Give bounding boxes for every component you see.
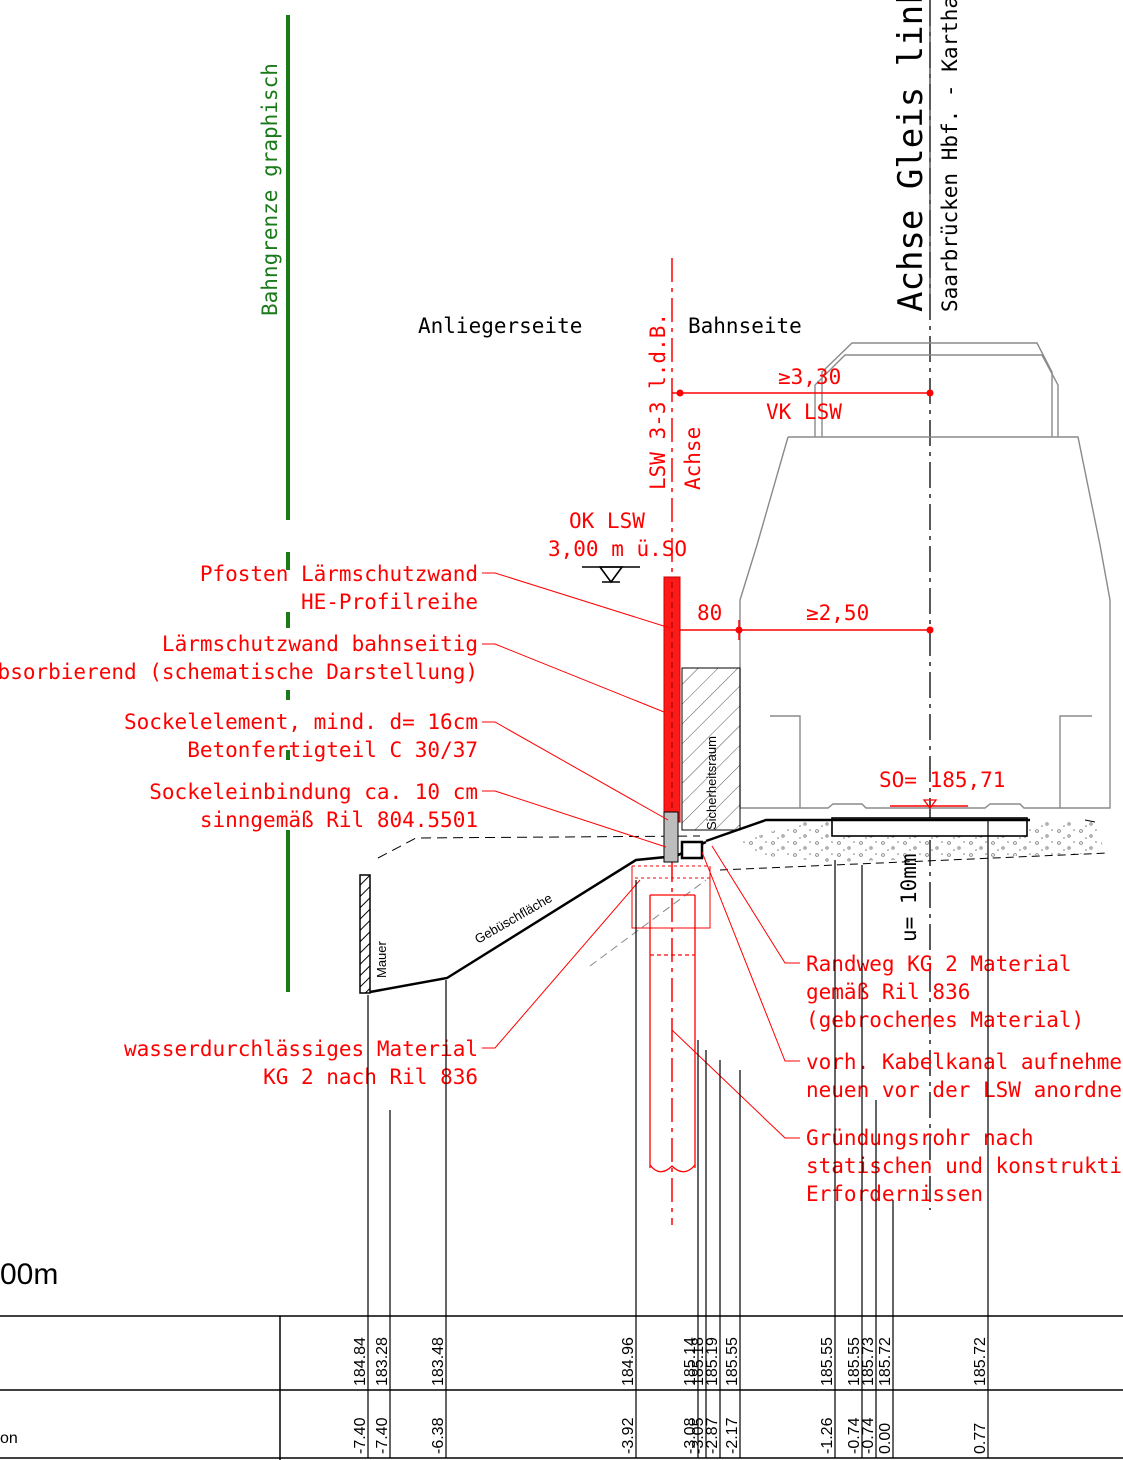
distance-value: -1.26 — [819, 1417, 836, 1454]
callout-material-sub: KG 2 nach Ril 836 — [263, 1065, 478, 1089]
callout-einbindung-sub: sinngemäß Ril 804.5501 — [200, 808, 478, 832]
strecke-label: Saarbrücken Hbf. - Karthaus — [938, 0, 962, 312]
callout-rohr-2: statischen und konstruktiven — [806, 1154, 1123, 1178]
sleeper — [831, 817, 1028, 837]
table-cells: 184.84 -7.40 183.28 -7.40 183.48 -6.38 184.96 -… — [352, 1337, 989, 1454]
distance-value: 0.77 — [972, 1423, 989, 1454]
height-value: 184.96 — [620, 1337, 637, 1386]
callout-sockel: Sockelelement, mind. d= 16cm — [124, 710, 478, 734]
bahnseite-label: Bahnseite — [688, 314, 802, 338]
callouts-right: Randweg KG 2 Material gemäß Ril 836 (geb… — [806, 952, 1123, 1206]
distance-value: -3.08 — [682, 1417, 699, 1454]
leader-lines-right — [671, 845, 800, 1139]
so-level-label: SO= 185,71 — [879, 768, 1005, 792]
height-value: 185.18 — [690, 1337, 707, 1386]
mauer-label: Mauer — [374, 940, 389, 978]
randweg-surface — [705, 818, 1030, 843]
distance-value: 0.00 — [877, 1423, 894, 1454]
ok-lsw-height: 3,00 m ü.SO — [548, 537, 687, 561]
leader-lines-left — [482, 572, 671, 1049]
callout-rohr: Gründungsrohr nach — [806, 1126, 1034, 1150]
distance-value: -3.05 — [690, 1417, 707, 1454]
callout-randweg-3: (gebrochenes Material) — [806, 1008, 1084, 1032]
height-value: 185.55 — [846, 1337, 863, 1386]
distance-value: -0.74 — [860, 1417, 877, 1454]
sockelelement — [663, 811, 679, 863]
scale-label: 00m — [0, 1258, 58, 1291]
callout-sockel-sub: Betonfertigteil C 30/37 — [187, 738, 478, 762]
height-value: 183.28 — [374, 1337, 391, 1386]
achse-gleis-label: Achse Gleis links — [891, 0, 931, 312]
callout-pfosten: Pfosten Lärmschutzwand — [200, 562, 478, 586]
callout-kabelkanal-2: neuen vor der LSW anordnen — [806, 1078, 1123, 1102]
kabelkanal — [680, 840, 704, 860]
sicherheitsraum-label: Sicherheitsraum — [704, 736, 719, 830]
achse-label: Achse — [681, 427, 705, 490]
callout-material: wasserdurchlässiges Material — [124, 1037, 478, 1061]
height-value: 185.72 — [972, 1337, 989, 1386]
ok-lsw-label: OK LSW — [569, 509, 645, 533]
distance-value: -2.87 — [704, 1417, 721, 1454]
callout-lsw-sub: hochabsorbierend (schematische Darstellu… — [0, 660, 478, 684]
bahngrenze-label: Bahngrenze graphisch — [258, 63, 282, 316]
mauer-wall — [359, 874, 371, 994]
vk-lsw-label: VK LSW — [766, 400, 842, 424]
profile-table: on — [0, 1315, 1123, 1460]
old-ground-line — [377, 835, 701, 859]
callout-randweg: Randweg KG 2 Material — [806, 952, 1072, 976]
height-value: 185.72 — [877, 1337, 894, 1386]
callouts-left: Pfosten Lärmschutzwand HE-Profilreihe Lä… — [0, 562, 478, 1089]
station-lines — [367, 820, 989, 1458]
height-value: 185.19 — [704, 1337, 721, 1386]
row-label: on — [0, 1430, 18, 1447]
height-value: 185.73 — [860, 1337, 877, 1386]
gruendungsrohr — [649, 894, 696, 1173]
distance-value: -7.40 — [352, 1417, 369, 1454]
height-value: 185.55 — [819, 1337, 836, 1386]
lsw-axis-label: LSW 3-3 l.d.B. — [646, 313, 670, 490]
callout-lsw: Lärmschutzwand bahnseitig — [162, 632, 478, 656]
clearance-profile — [739, 342, 1111, 809]
height-value: 183.48 — [430, 1337, 447, 1386]
dim-250-label: ≥2,50 — [806, 601, 869, 625]
dim-330-label: ≥3,30 — [778, 365, 841, 389]
height-value: 184.84 — [352, 1337, 369, 1386]
dimension-250 — [672, 620, 934, 640]
height-value: 185.14 — [682, 1337, 699, 1386]
distance-value: -0.74 — [846, 1417, 863, 1454]
callout-pfosten-sub: HE-Profilreihe — [301, 590, 478, 614]
dimension-330 — [672, 389, 934, 397]
callout-randweg-2: gemäß Ril 836 — [806, 980, 970, 1004]
distance-value: -7.40 — [374, 1417, 391, 1454]
callout-einbindung: Sockeleinbindung ca. 10 cm — [149, 780, 478, 804]
dim-80-label: 80 — [697, 601, 722, 625]
anliegerseite-label: Anliegerseite — [418, 314, 582, 338]
distance-value: -6.38 — [430, 1417, 447, 1454]
u-10mm-label: u= 10mm — [897, 853, 921, 942]
distance-value: -3.92 — [620, 1417, 637, 1454]
level-triangle-icon — [582, 566, 640, 584]
sicherheitsraum-zone — [681, 667, 741, 831]
callout-rohr-3: Erfordernissen — [806, 1182, 983, 1206]
height-value: 185.55 — [724, 1337, 741, 1386]
distance-value: -2.17 — [724, 1417, 741, 1454]
